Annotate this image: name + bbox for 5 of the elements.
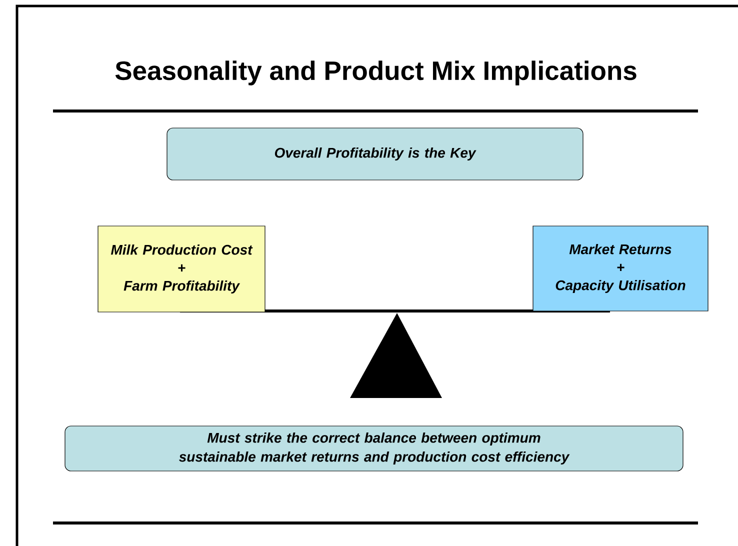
text-box: Milk Production Cost + Farm Profitability	[98, 226, 266, 312]
text-box: Market Returns + Capacity Utilisation	[532, 226, 708, 312]
text-box: Must strike the correct balance between optimum sustainable market returns and production cost efficiency	[64, 426, 684, 472]
text-box: Overall Profitability is the Key	[166, 128, 584, 180]
title: Seasonality and Product Mix Implications	[115, 60, 636, 86]
